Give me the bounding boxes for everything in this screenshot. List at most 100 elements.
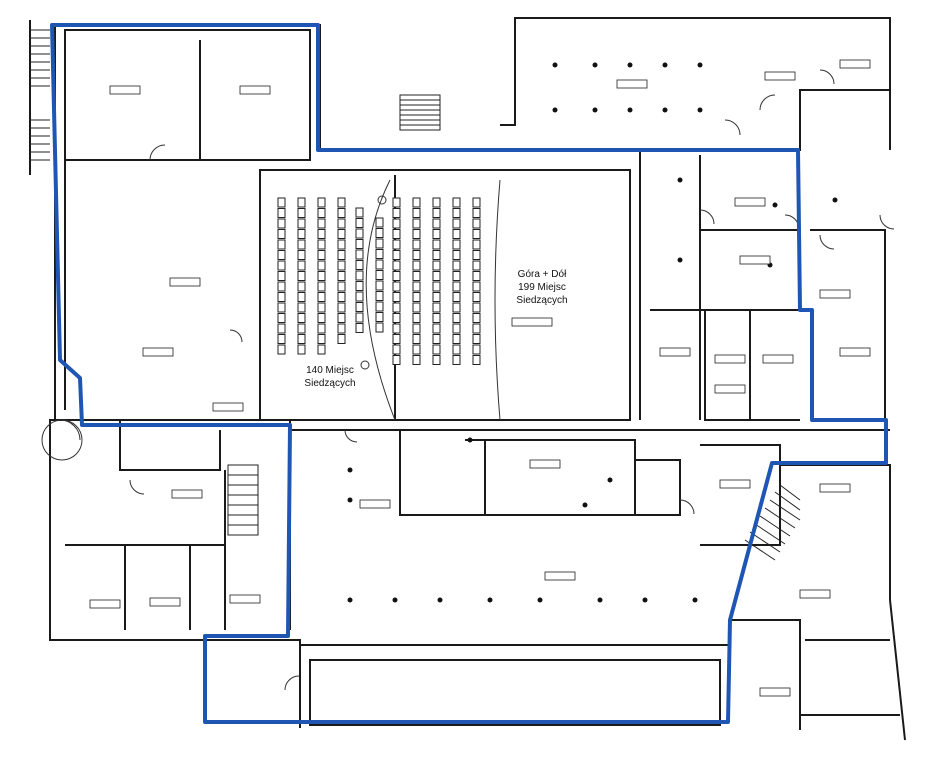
seat: [472, 271, 481, 281]
seat: [375, 249, 384, 259]
seat: [472, 334, 481, 344]
seat: [277, 292, 286, 302]
seat: [355, 218, 364, 228]
seat: [375, 280, 384, 291]
seat: [432, 302, 441, 313]
seat: [472, 344, 481, 355]
seat: [317, 302, 326, 313]
ceiling-point: [662, 62, 668, 68]
seat: [412, 344, 421, 355]
seat: [392, 250, 401, 260]
seat: [392, 229, 401, 239]
seat: [392, 218, 401, 229]
seat: [355, 312, 364, 323]
seat: [337, 239, 346, 250]
seat: [317, 197, 326, 208]
stage-curve: [365, 179, 396, 421]
seat: [412, 260, 421, 271]
ceiling-point: [662, 107, 668, 113]
seat: [355, 249, 364, 260]
seat: [392, 271, 401, 281]
round-column: [41, 419, 83, 461]
ceiling-point: [697, 107, 703, 113]
building-walls: [29, 17, 906, 741]
seat: [432, 292, 441, 302]
ceiling-point: [592, 62, 598, 68]
ceiling-point: [832, 197, 838, 203]
seat: [337, 271, 346, 281]
seat: [412, 197, 421, 208]
seat: [375, 312, 384, 322]
ceiling-point: [677, 177, 683, 183]
seat: [277, 302, 286, 313]
seat: [297, 292, 306, 302]
ceiling-point: [627, 107, 633, 113]
seat: [297, 302, 306, 313]
column-marker: [377, 195, 387, 205]
seat: [277, 313, 286, 323]
seat: [337, 334, 346, 344]
seat: [432, 197, 441, 208]
seat: [452, 323, 461, 334]
seat: [472, 313, 481, 323]
seat: [297, 197, 306, 208]
seat: [337, 323, 346, 334]
stage-curve-right: [494, 179, 501, 421]
seat: [472, 239, 481, 250]
ceiling-point: [582, 502, 588, 508]
seat: [472, 281, 481, 292]
doors: [59, 69, 895, 691]
ceiling-point: [607, 477, 613, 483]
seat: [375, 291, 384, 301]
seat: [452, 271, 461, 281]
hall-right-line3: Siedzących: [516, 295, 567, 306]
seat: [392, 260, 401, 271]
seat: [432, 355, 441, 365]
seat: [355, 291, 364, 302]
seat: [297, 271, 306, 281]
seat: [297, 344, 306, 355]
boundary-outline-upper: [50, 23, 888, 724]
ceiling-point: [592, 107, 598, 113]
seat: [317, 271, 326, 281]
seat: [452, 250, 461, 260]
seat: [392, 197, 401, 208]
seat: [452, 260, 461, 271]
seat: [392, 239, 401, 250]
seat: [317, 260, 326, 271]
seat: [355, 207, 364, 218]
seat: [277, 197, 286, 208]
seat: [355, 260, 364, 270]
seat: [337, 208, 346, 218]
seat: [432, 239, 441, 250]
seat: [432, 334, 441, 344]
seat: [472, 229, 481, 239]
ceiling-point: [392, 597, 398, 603]
seat: [452, 218, 461, 229]
seating-left: [277, 197, 384, 355]
seat: [337, 260, 346, 271]
seat: [297, 239, 306, 250]
seat: [277, 334, 286, 344]
ceiling-point: [642, 597, 648, 603]
seat: [432, 260, 441, 271]
seat: [317, 323, 326, 334]
seat: [412, 292, 421, 302]
seat: [337, 218, 346, 229]
seat: [412, 281, 421, 292]
seat: [355, 281, 364, 291]
seat: [452, 208, 461, 218]
seat: [472, 355, 481, 365]
seat: [472, 218, 481, 229]
seat: [412, 313, 421, 323]
ceiling-point: [437, 597, 443, 603]
seat: [392, 208, 401, 218]
seat: [277, 344, 286, 355]
seat: [412, 323, 421, 334]
seat: [277, 260, 286, 271]
seat: [355, 323, 364, 333]
seat: [452, 355, 461, 365]
seat: [355, 270, 364, 281]
seat: [277, 239, 286, 250]
ceiling-point: [347, 497, 353, 503]
